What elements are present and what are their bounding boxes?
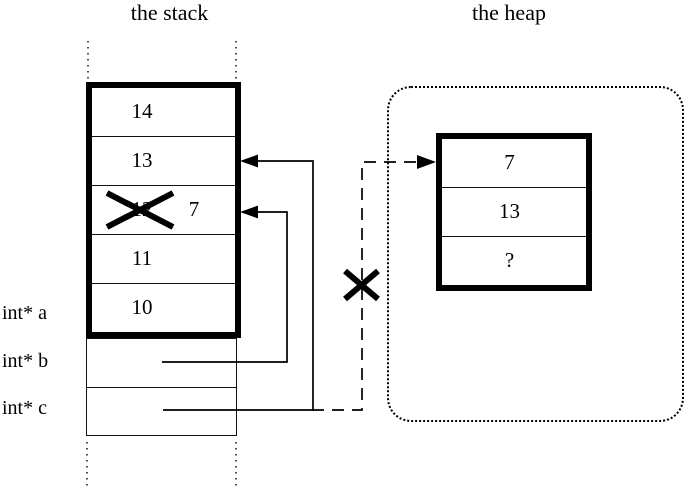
cross-out-pointer-icon xyxy=(343,268,380,302)
heap-cell-value: ? xyxy=(504,248,515,273)
stack-cell-old-value: 12 xyxy=(131,197,153,222)
stack-cell-value: 14 xyxy=(131,99,153,124)
label-int-a: int* a xyxy=(2,302,47,324)
stack-cell-new-value: 7 xyxy=(188,197,200,222)
cross-out-pointer-icon xyxy=(343,268,380,302)
heap-cell-value: 7 xyxy=(504,150,515,175)
heap-block-box: 7 13 ? xyxy=(436,133,592,291)
heap-cell-13: 13 xyxy=(442,187,586,236)
heap-title: the heap xyxy=(472,0,546,25)
label-int-c: int* c xyxy=(2,397,47,419)
heap-cell-value: 13 xyxy=(499,199,520,224)
stack-title: the stack xyxy=(130,0,209,25)
stack-cell-value: 10 xyxy=(131,295,153,320)
pointer-b-arrowhead-icon xyxy=(240,205,258,219)
stack-cell-13: 13 xyxy=(92,136,235,185)
stack-cell-10: 10 xyxy=(92,283,235,332)
stack-cell-12-crossed: 12 7 xyxy=(92,185,235,234)
stack-cell-11: 11 xyxy=(92,234,235,283)
stack-cell-14: 14 xyxy=(92,88,235,136)
pointer-c-arrowhead-icon xyxy=(240,154,258,168)
pointer-variable-cells xyxy=(86,338,237,436)
stack-cell-value: 11 xyxy=(131,246,153,271)
stack-cell-value: 13 xyxy=(131,148,153,173)
pointer-cell-b xyxy=(87,339,236,387)
heap-cell-unknown: ? xyxy=(442,236,586,285)
heap-cell-7: 7 xyxy=(442,139,586,187)
pointer-cell-c xyxy=(87,386,236,436)
stack-frame-box: 14 13 12 7 11 10 xyxy=(86,82,241,338)
label-int-b: int* b xyxy=(2,350,49,372)
